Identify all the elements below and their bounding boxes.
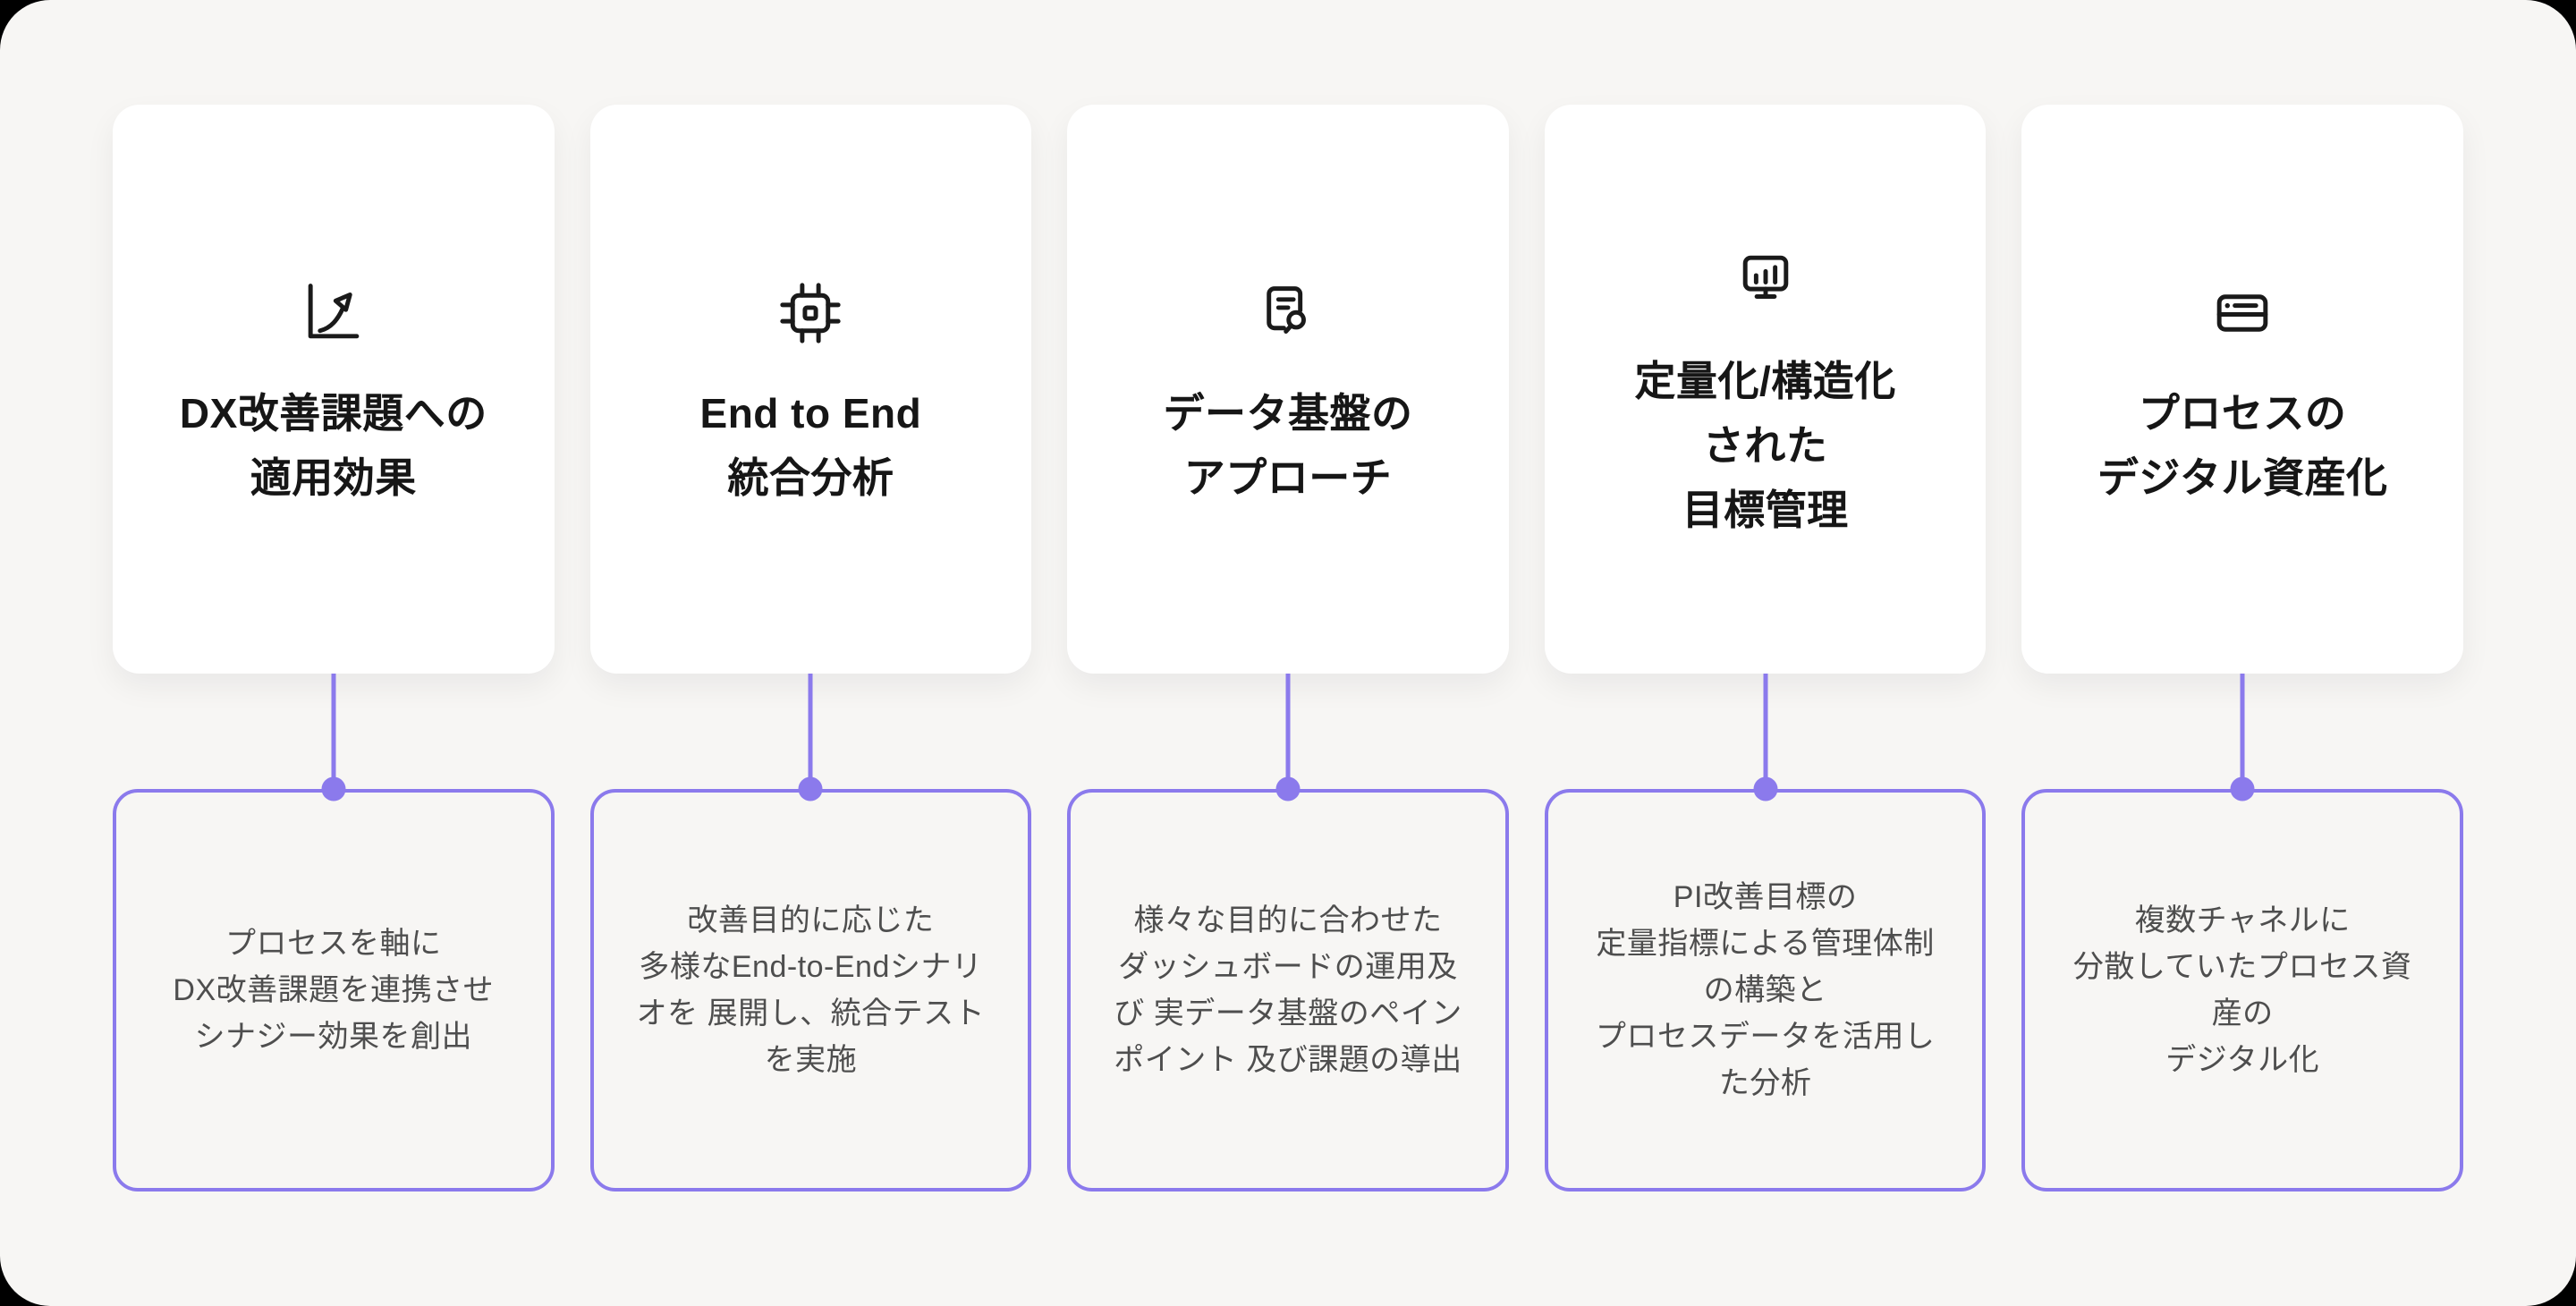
connector-line: [331, 674, 336, 789]
connector-line: [1763, 674, 1768, 789]
process-columns: DX改善課題への 適用効果 プロセスを軸に DX改善課題を連携させ シナジー効果…: [113, 105, 2463, 1192]
document-search-icon: [1254, 279, 1322, 347]
connector-dot: [321, 776, 346, 801]
feature-card: End to End 統合分析: [589, 105, 1032, 674]
description-card: 様々な目的に合わせた ダッシュボードの運用及 び 実データ基盤のペイン ポイント…: [1067, 789, 1509, 1192]
feature-card: 定量化/構造化 された 目標管理: [1544, 105, 1987, 674]
growth-chart-icon: [300, 279, 368, 347]
feature-card-title: データ基盤の アプローチ: [1163, 390, 1413, 501]
connector-line: [1285, 674, 1291, 789]
connector-dot: [1275, 776, 1301, 801]
connector-dot: [798, 776, 823, 801]
feature-card-title: End to End 統合分析: [699, 390, 922, 501]
feature-card: プロセスの デジタル資産化: [2021, 105, 2463, 674]
column-end-to-end: End to End 統合分析 改善目的に応じた 多様なEnd-to-Endシナ…: [589, 105, 1032, 1192]
description-card: プロセスを軸に DX改善課題を連携させ シナジー効果を創出: [113, 789, 555, 1192]
feature-card: データ基盤の アプローチ: [1067, 105, 1509, 674]
monitor-chart-icon: [1732, 247, 1800, 315]
description-text: プロセスを軸に DX改善課題を連携させ シナジー効果を創出: [173, 927, 495, 1054]
description-card: 複数チャネルに 分散していたプロセス資 産の デジタル化: [2021, 789, 2463, 1192]
column-dx-improvement: DX改善課題への 適用効果 プロセスを軸に DX改善課題を連携させ シナジー効果…: [113, 105, 555, 1192]
connector-dot: [1753, 776, 1778, 801]
cpu-chip-icon: [776, 279, 844, 347]
connector: [113, 674, 555, 801]
connector: [2021, 674, 2463, 801]
description-card: 改善目的に応じた 多様なEnd-to-Endシナリ オを 展開し、統合テスト を…: [589, 789, 1032, 1192]
description-text: 改善目的に応じた 多様なEnd-to-Endシナリ オを 展開し、統合テスト を…: [636, 903, 986, 1077]
description-text: PI改善目標の 定量指標による管理体制 の構築と プロセスデータを活用し た分析: [1595, 880, 1936, 1100]
column-data-platform: データ基盤の アプローチ 様々な目的に合わせた ダッシュボードの運用及 び 実デ…: [1067, 105, 1509, 1192]
description-text: 複数チャネルに 分散していたプロセス資 産の デジタル化: [2072, 903, 2412, 1077]
description-text: 様々な目的に合わせた ダッシュボードの運用及 び 実データ基盤のペイン ポイント…: [1114, 903, 1462, 1077]
connector: [1067, 674, 1509, 801]
connector-line: [808, 674, 813, 789]
connector: [590, 674, 1032, 801]
connector: [1545, 674, 1987, 801]
feature-card-title: プロセスの デジタル資産化: [2097, 390, 2388, 501]
description-card: PI改善目標の 定量指標による管理体制 の構築と プロセスデータを活用し た分析: [1544, 789, 1987, 1192]
column-digital-assets: プロセスの デジタル資産化 複数チャネルに 分散していたプロセス資 産の デジタ…: [2021, 105, 2463, 1192]
digital-card-icon: [2208, 279, 2276, 347]
connector-dot: [2230, 776, 2255, 801]
connector-line: [2240, 674, 2245, 789]
column-goal-management: 定量化/構造化 された 目標管理 PI改善目標の 定量指標による管理体制 の構築…: [1544, 105, 1987, 1192]
feature-card-title: DX改善課題への 適用効果: [179, 390, 487, 501]
feature-card: DX改善課題への 適用効果: [113, 105, 555, 674]
feature-card-title: 定量化/構造化 された 目標管理: [1634, 358, 1896, 533]
